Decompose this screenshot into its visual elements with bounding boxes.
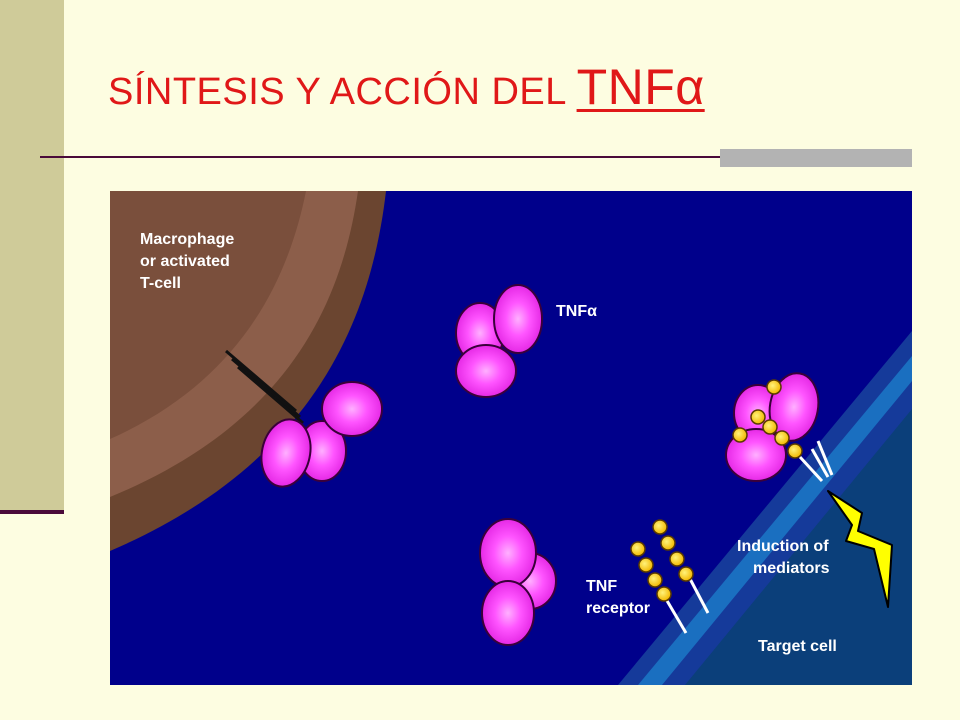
label-induction: Induction of mediators xyxy=(737,538,833,577)
left-decor-rule xyxy=(0,510,64,514)
label-target-cell: Target cell xyxy=(758,638,837,655)
tnf-diagram: Macrophage or activated T-cell TNFα TNF … xyxy=(110,191,912,685)
title-tnf: TNFα xyxy=(576,59,705,115)
tnf-receptor xyxy=(630,519,710,634)
label-tnf-receptor: TNF receptor xyxy=(586,578,650,617)
bound-tnf-complex xyxy=(725,372,834,483)
left-decor-band xyxy=(0,0,64,510)
slide-title: SÍNTESIS Y ACCIÓN DEL TNFα xyxy=(108,58,705,116)
tnf-trimer-lower xyxy=(479,518,557,646)
target-cell xyxy=(618,331,912,685)
tnf-diagram-svg: Macrophage or activated T-cell TNFα TNF … xyxy=(110,191,912,685)
lightning-bolt-icon xyxy=(827,490,893,608)
title-divider-accent xyxy=(720,149,912,167)
title-prefix: SÍNTESIS Y ACCIÓN DEL xyxy=(108,71,566,113)
label-tnf-alpha: TNFα xyxy=(556,303,597,320)
title-divider xyxy=(40,156,912,158)
label-macrophage: Macrophage or activated T-cell xyxy=(140,231,239,292)
membrane-tnf-trimer xyxy=(260,381,383,488)
soluble-tnf-trimer xyxy=(455,284,543,398)
membrane-anchor xyxy=(225,349,304,425)
